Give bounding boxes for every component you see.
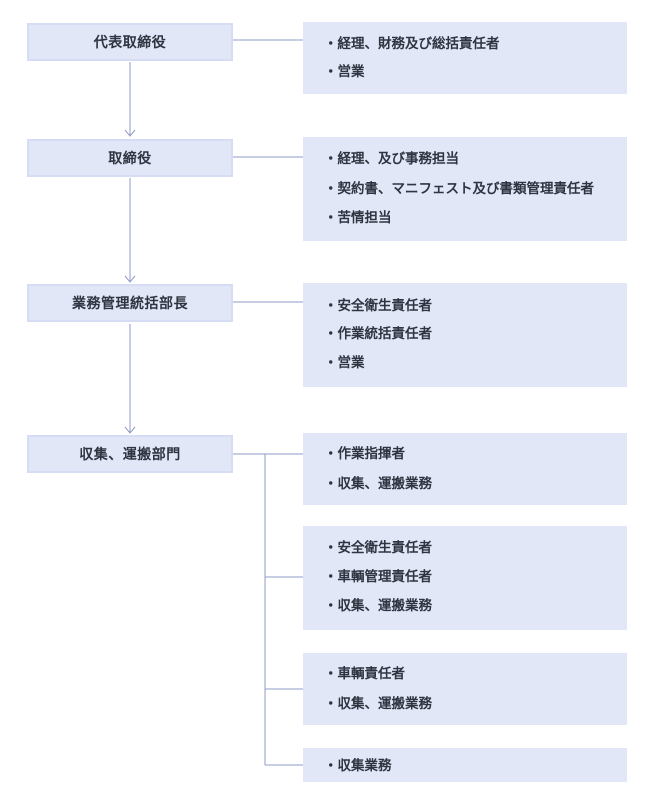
role-label: 代表取締役 <box>93 35 167 51</box>
role-director: 取締役 <box>27 139 233 177</box>
role-label: 収集、運搬部門 <box>79 447 181 463</box>
duty-item: 車輌責任者 <box>324 666 406 682</box>
duty-box-7: 収集業務 <box>303 748 627 782</box>
role-representative-director: 代表取締役 <box>27 23 233 61</box>
arrowhead-2 <box>124 275 136 283</box>
duty-item: 収集、運搬業務 <box>324 476 433 492</box>
duty-item: 契約書、マニフェスト及び書類管理責任者 <box>324 181 595 197</box>
duty-box-5: 安全衛生責任者 車輌管理責任者 収集、運搬業務 <box>303 526 627 630</box>
role-label: 業務管理統括部長 <box>72 296 188 312</box>
role-operations-manager: 業務管理統括部長 <box>27 284 233 322</box>
duty-item: 収集、運搬業務 <box>324 696 433 712</box>
duty-box-4: 作業指揮者 収集、運搬業務 <box>303 433 627 505</box>
duty-item: 営業 <box>324 64 365 80</box>
duty-item: 作業指揮者 <box>324 446 406 462</box>
duty-box-6: 車輌責任者 収集、運搬業務 <box>303 653 627 725</box>
duty-item: 安全衛生責任者 <box>324 298 433 314</box>
arrowhead-3 <box>124 426 136 434</box>
duty-item: 営業 <box>324 355 365 371</box>
duty-item: 収集、運搬業務 <box>324 598 433 614</box>
duty-box-3: 安全衛生責任者 作業統括責任者 営業 <box>303 283 627 387</box>
duty-item: 苦情担当 <box>324 210 392 226</box>
duty-item: 車輌管理責任者 <box>324 569 433 585</box>
duty-box-1: 経理、財務及び総括責任者 営業 <box>303 22 627 94</box>
duty-item: 経理、及び事務担当 <box>324 151 460 167</box>
duty-item: 経理、財務及び総括責任者 <box>324 36 500 52</box>
arrowhead-1 <box>124 129 136 137</box>
duty-box-2: 経理、及び事務担当 契約書、マニフェスト及び書類管理責任者 苦情担当 <box>303 137 627 241</box>
duty-item: 作業統括責任者 <box>324 326 433 342</box>
duty-item: 収集業務 <box>324 758 392 774</box>
duty-item: 安全衛生責任者 <box>324 540 433 556</box>
role-label: 取締役 <box>108 151 152 167</box>
role-collection-transport-dept: 収集、運搬部門 <box>27 435 233 473</box>
